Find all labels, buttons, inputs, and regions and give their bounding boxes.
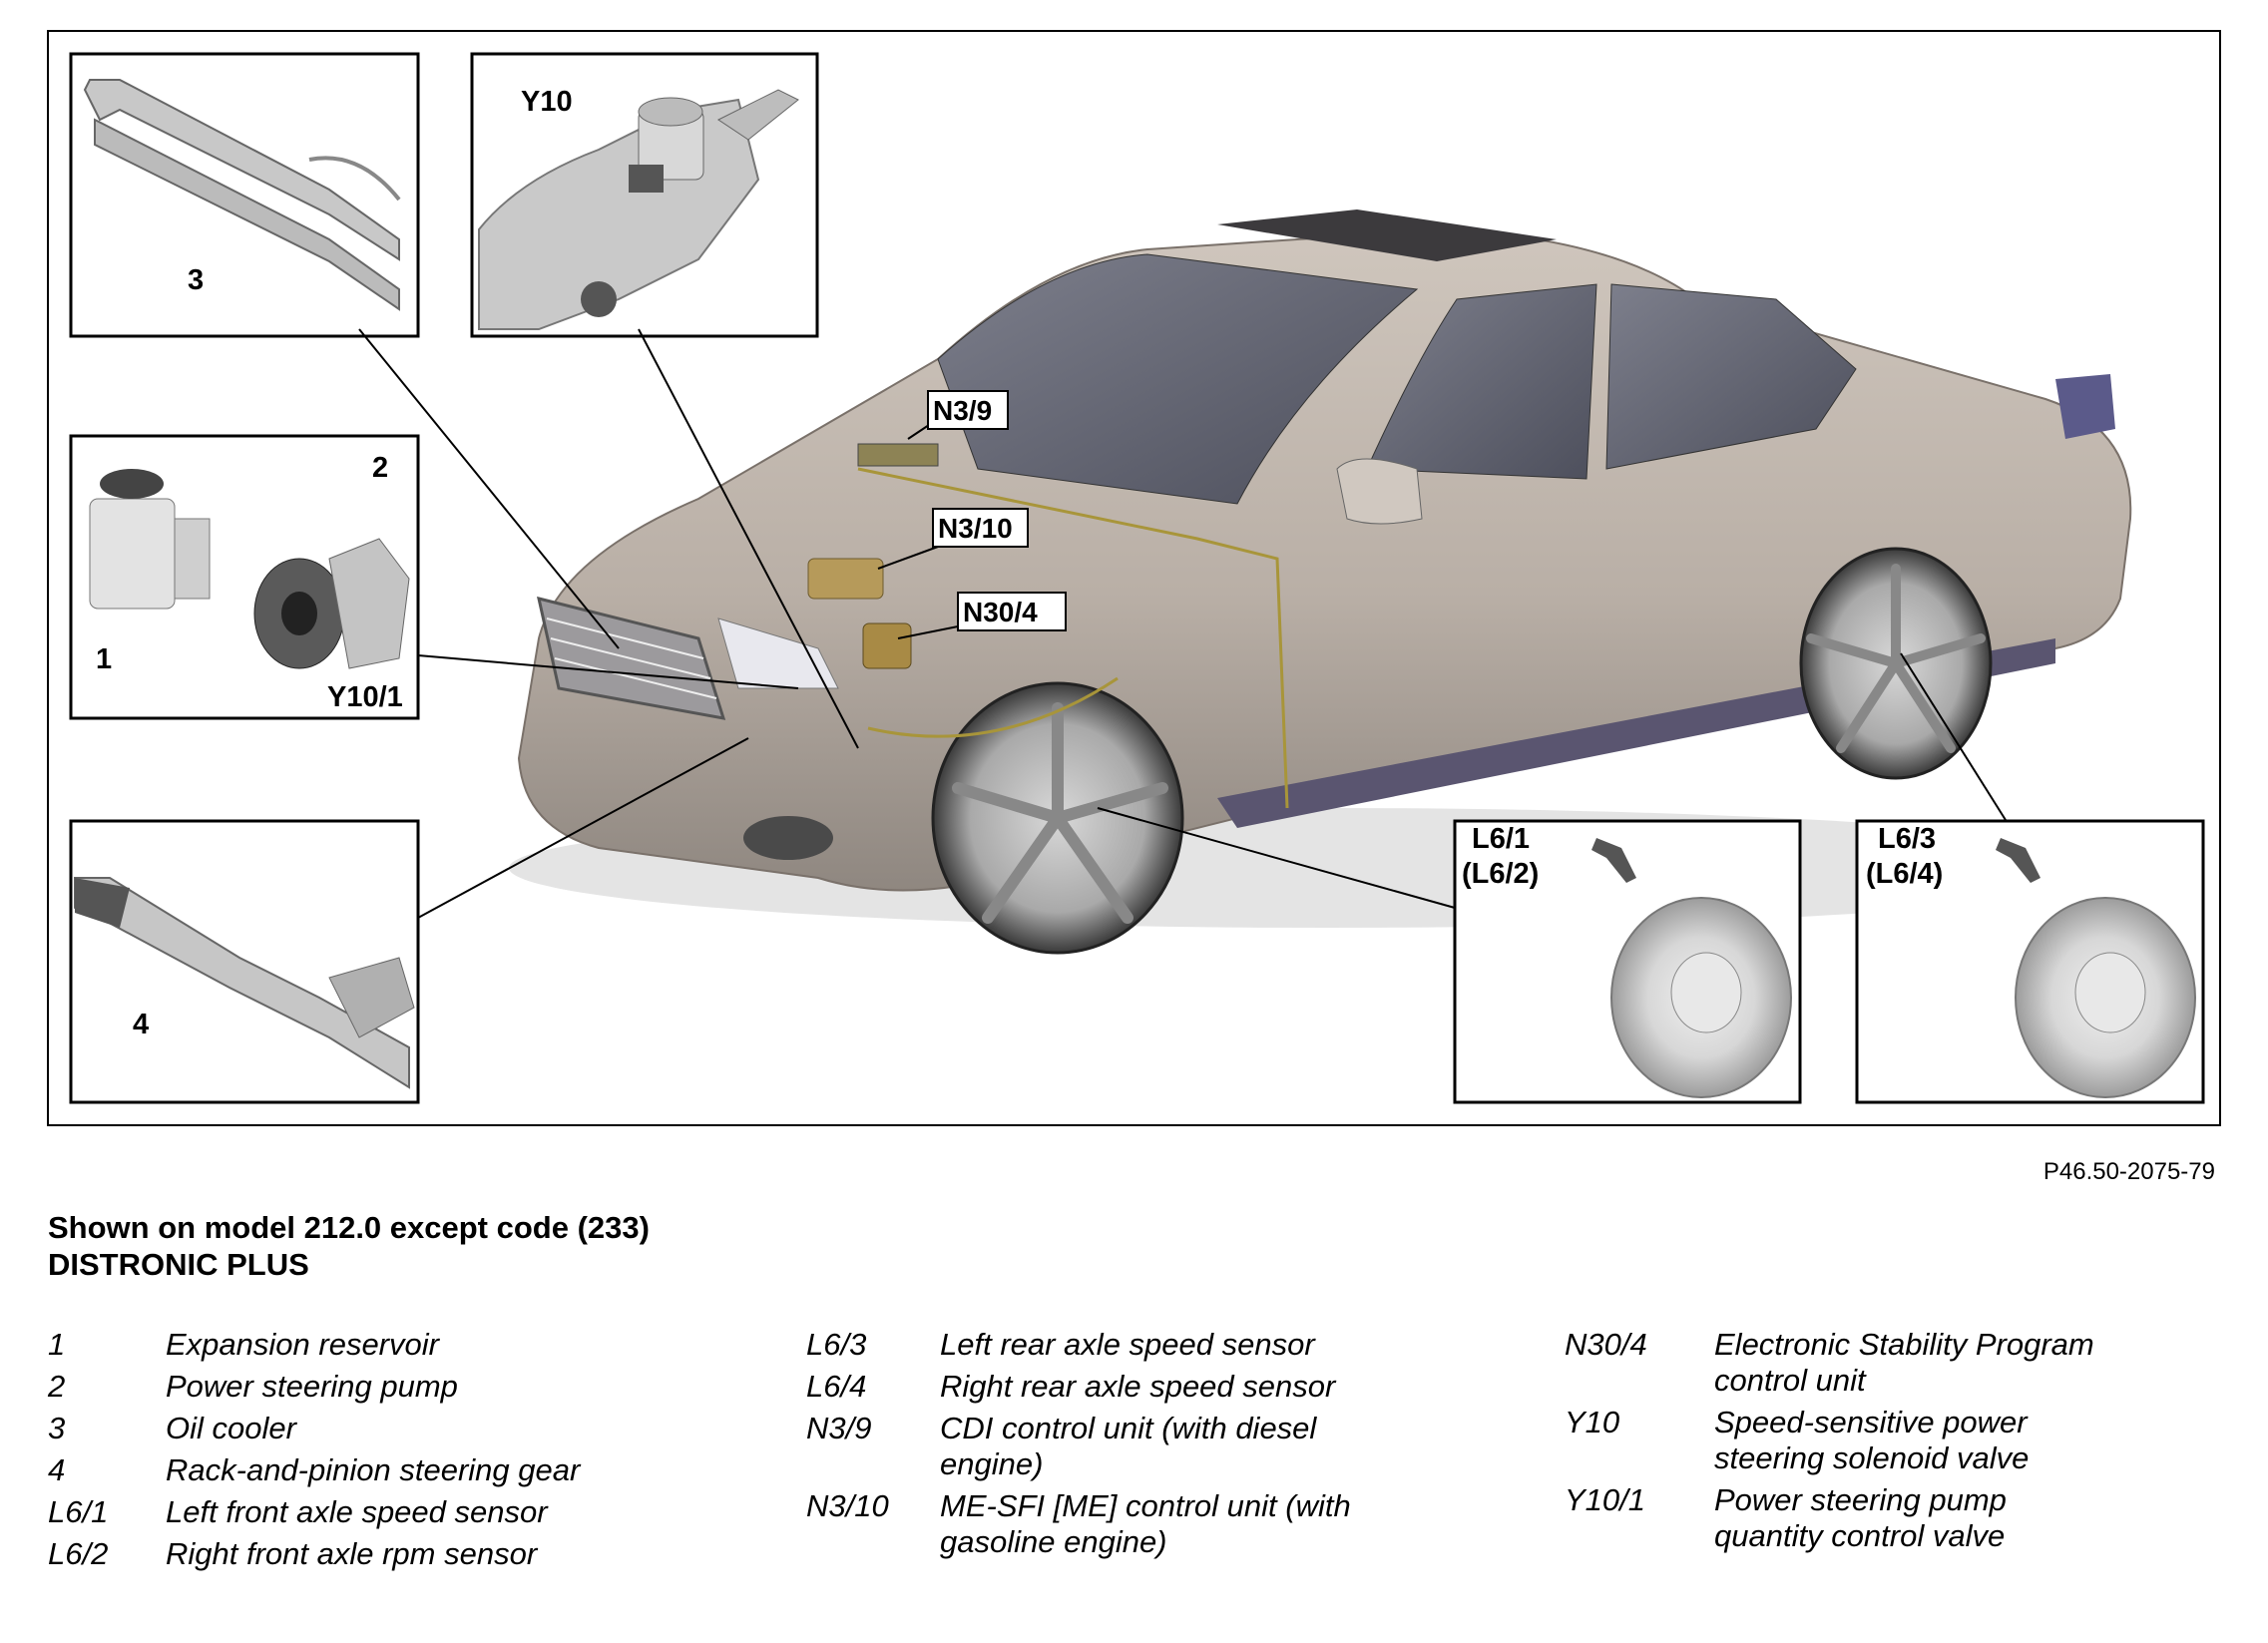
legend-item: L6/2 Right front axle rpm sensor bbox=[48, 1536, 746, 1572]
legend-code: N3/9 bbox=[806, 1411, 872, 1445]
legend-item: L6/1 Left front axle speed sensor bbox=[48, 1494, 746, 1530]
legend-desc: ME-SFI [ME] control unit (with gasoline … bbox=[940, 1488, 1351, 1559]
callout-l6-1: L6/1 bbox=[1472, 823, 1530, 855]
inset-front-disk bbox=[1453, 819, 1802, 1104]
legend-code: Y10 bbox=[1565, 1405, 1620, 1439]
legend-desc: Left rear axle speed sensor bbox=[940, 1327, 1315, 1362]
legend-code: L6/2 bbox=[48, 1536, 109, 1571]
legend-item: 3 Oil cooler bbox=[48, 1411, 746, 1446]
legend-desc: Oil cooler bbox=[166, 1411, 296, 1445]
legend-desc: Power steering pump bbox=[166, 1369, 458, 1404]
legend-item: N3/9 CDI control unit (with diesel engine… bbox=[806, 1411, 1405, 1482]
legend-item: N30/4 Electronic Stability Program contro… bbox=[1565, 1327, 2123, 1399]
legend-desc: CDI control unit (with diesel engine) bbox=[940, 1411, 1317, 1481]
callout-l6-2: (L6/2) bbox=[1462, 858, 1539, 890]
callout-n3-9: N3/9 bbox=[933, 395, 992, 426]
legend-desc: Left front axle speed sensor bbox=[166, 1494, 548, 1529]
legend-column-2: L6/3 Left rear axle speed sensor L6/4 Righ… bbox=[806, 1327, 1405, 1560]
legend-item: L6/3 Left rear axle speed sensor bbox=[806, 1327, 1405, 1363]
inset-steering-rack bbox=[69, 819, 420, 1104]
callout-l6-4: (L6/4) bbox=[1866, 858, 1943, 890]
leader-lines bbox=[358, 328, 2007, 919]
legend-desc: Expansion reservoir bbox=[166, 1327, 439, 1362]
caption-line-2: DISTRONIC PLUS bbox=[48, 1247, 309, 1282]
callout-y10: Y10 bbox=[521, 86, 573, 118]
inset-rear-disk bbox=[1855, 819, 2205, 1104]
legend-item: Y10 Speed-sensitive power steering soleno… bbox=[1565, 1405, 2123, 1476]
figure-reference: P46.50-2075-79 bbox=[2042, 1158, 2215, 1185]
diagram-border bbox=[47, 30, 2221, 1126]
legend-desc: Rack-and-pinion steering gear bbox=[166, 1452, 581, 1487]
legend-desc: Power steering pump quantity control val… bbox=[1714, 1482, 2007, 1553]
legend-code: N3/10 bbox=[806, 1488, 889, 1523]
callout-3: 3 bbox=[188, 264, 204, 296]
legend-code: L6/1 bbox=[48, 1494, 109, 1529]
legend-code: 2 bbox=[48, 1369, 66, 1404]
callout-n3-10: N3/10 bbox=[938, 513, 1013, 544]
callout-1: 1 bbox=[96, 643, 112, 675]
diagram-caption: Shown on model 212.0 except code (233) D… bbox=[48, 1209, 650, 1283]
legend-code: L6/3 bbox=[806, 1327, 867, 1362]
legend-item: 2 Power steering pump bbox=[48, 1369, 746, 1405]
caption-line-1: Shown on model 212.0 except code (233) bbox=[48, 1210, 650, 1245]
legend-item: 1 Expansion reservoir bbox=[48, 1327, 746, 1363]
legend-code: N30/4 bbox=[1565, 1327, 1647, 1362]
legend-item: 4 Rack-and-pinion steering gear bbox=[48, 1452, 746, 1488]
callout-2: 2 bbox=[372, 452, 388, 484]
inset-oil-cooler bbox=[69, 52, 420, 338]
inset-steering-valve bbox=[470, 52, 819, 338]
legend-desc: Electronic Stability Program control uni… bbox=[1714, 1327, 2094, 1398]
callout-n30-4: N30/4 bbox=[963, 597, 1038, 627]
legend-desc: Right rear axle speed sensor bbox=[940, 1369, 1336, 1404]
legend-column-1: 1 Expansion reservoir 2 Power steering pum… bbox=[48, 1327, 746, 1572]
legend-item: N3/10 ME-SFI [ME] control unit (with gaso… bbox=[806, 1488, 1405, 1560]
inset-reservoir-pump bbox=[69, 434, 420, 720]
legend-code: 3 bbox=[48, 1411, 66, 1445]
legend-item: L6/4 Right rear axle speed sensor bbox=[806, 1369, 1405, 1405]
legend-desc: Right front axle rpm sensor bbox=[166, 1536, 538, 1571]
callout-l6-3: L6/3 bbox=[1878, 823, 1936, 855]
legend-code: Y10/1 bbox=[1565, 1482, 1646, 1517]
legend-desc: Speed-sensitive power steering solenoid … bbox=[1714, 1405, 2030, 1475]
legend-item: Y10/1 Power steering pump quantity contro… bbox=[1565, 1482, 2123, 1554]
legend-column-3: N30/4 Electronic Stability Program contro… bbox=[1565, 1327, 2123, 1554]
legend-code: 1 bbox=[48, 1327, 66, 1362]
legend-code: L6/4 bbox=[806, 1369, 867, 1404]
legend-code: 4 bbox=[48, 1452, 66, 1487]
callout-4: 4 bbox=[133, 1009, 149, 1040]
callout-y10-1: Y10/1 bbox=[327, 681, 403, 713]
